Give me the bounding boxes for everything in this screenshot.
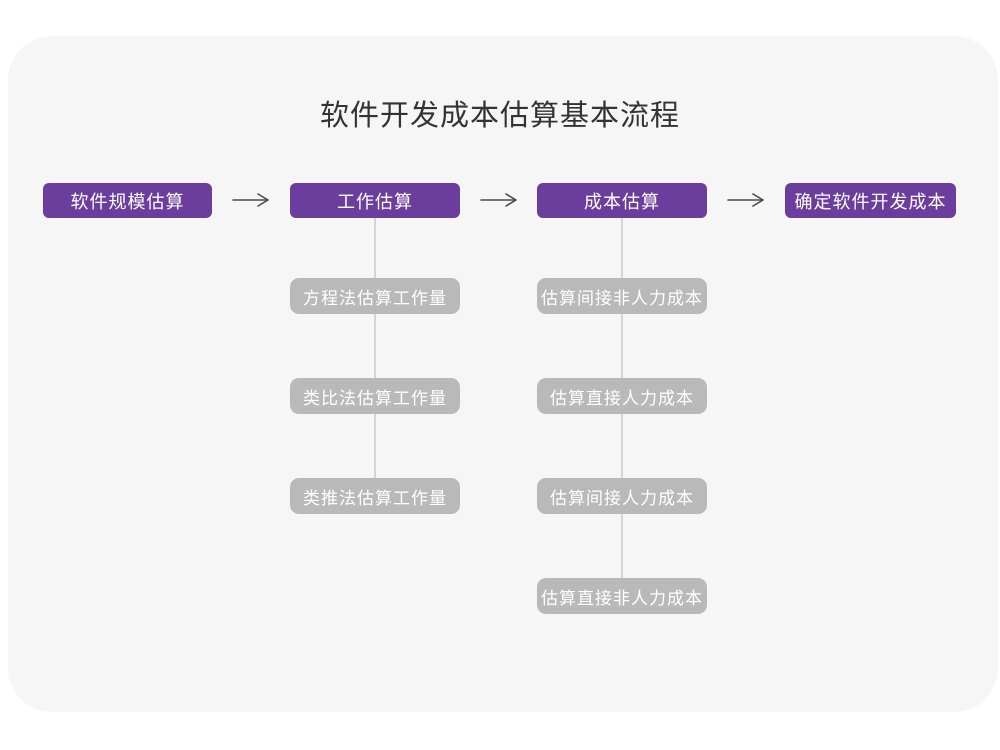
arrow-right-icon [727, 193, 764, 207]
node-analogy-method: 类比法估算工作量 [290, 378, 460, 414]
node-scale-estimation: 软件规模估算 [43, 183, 212, 218]
connector-line-effort-column [374, 218, 376, 496]
node-equation-method: 方程法估算工作量 [290, 278, 460, 314]
node-direct-non-labor-cost: 估算直接非人力成本 [537, 578, 707, 614]
node-effort-estimation: 工作估算 [290, 183, 460, 218]
node-cost-estimation: 成本估算 [537, 183, 707, 218]
diagram-card [8, 36, 998, 712]
diagram-title: 软件开发成本估算基本流程 [319, 100, 680, 132]
node-extrapolation-method: 类推法估算工作量 [290, 478, 460, 514]
node-final-development-cost: 确定软件开发成本 [785, 183, 956, 218]
node-indirect-non-labor-cost: 估算间接非人力成本 [537, 278, 707, 314]
node-indirect-labor-cost: 估算间接人力成本 [537, 478, 707, 514]
node-direct-labor-cost: 估算直接人力成本 [537, 378, 707, 414]
arrow-right-icon [480, 193, 517, 207]
arrow-right-icon [232, 193, 269, 207]
